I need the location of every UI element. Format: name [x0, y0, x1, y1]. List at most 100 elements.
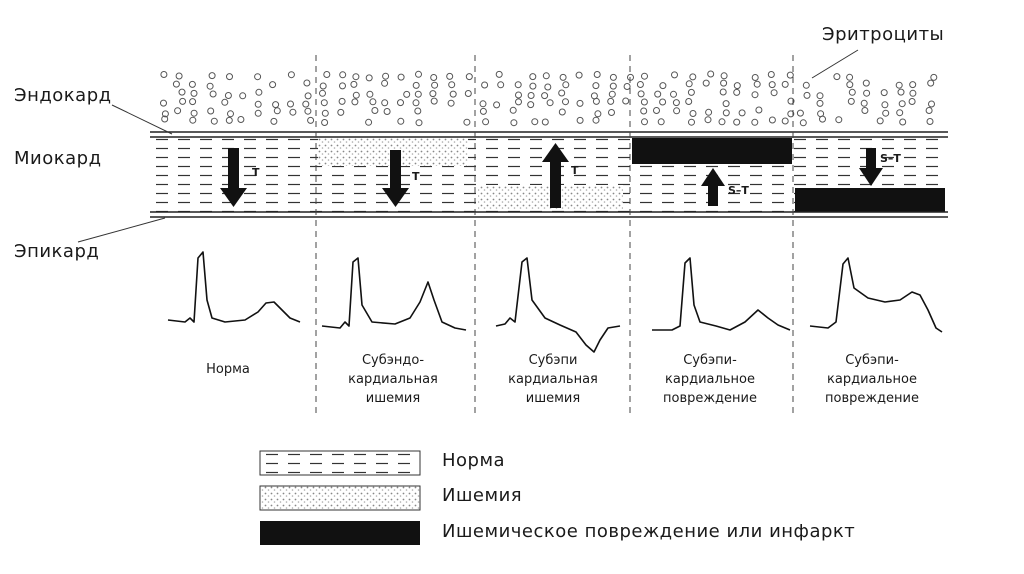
erythrocyte — [908, 98, 916, 105]
legend-swatch-ischemia — [259, 485, 421, 511]
erythrocyte — [592, 116, 600, 124]
erythrocyte — [382, 72, 390, 80]
erythrocyte-layer — [160, 70, 938, 127]
ecg-trace-subepi-injury-2 — [809, 257, 943, 333]
erythrocyte — [273, 107, 281, 115]
erythrocyte — [269, 81, 277, 89]
erythrocyte — [673, 107, 681, 115]
erythrocyte — [781, 80, 789, 88]
erythrocyte — [541, 92, 549, 100]
erythrocyte — [609, 82, 617, 90]
erythrocyte — [365, 74, 373, 82]
erythrocyte — [896, 109, 904, 117]
erythrocyte — [365, 118, 373, 126]
erythrocyte — [796, 109, 804, 117]
erythrocyte — [909, 89, 917, 97]
erythrocyte — [446, 72, 454, 80]
erythrocyte — [816, 92, 824, 100]
erythrocyte — [179, 97, 187, 105]
erythrocyte — [225, 116, 233, 124]
erythrocyte — [685, 98, 693, 105]
erythrocyte — [733, 118, 741, 126]
ecg-trace-subepi-injury-1 — [652, 257, 791, 331]
erythrocyte — [160, 71, 168, 78]
erythrocyte — [429, 90, 437, 98]
erythrocyte — [622, 97, 630, 105]
ecg-trace-subepi-ischemia — [495, 257, 621, 353]
ecg-traces — [167, 251, 943, 353]
arrow-label: S–T — [880, 152, 901, 165]
erythrocyte — [770, 89, 778, 97]
erythrocyte — [847, 97, 855, 105]
erythrocyte — [641, 118, 648, 126]
erythrocyte — [510, 119, 518, 127]
erythrocyte — [768, 116, 776, 124]
erythrocyte — [786, 71, 794, 79]
arrow-label: T — [252, 166, 260, 179]
erythrocyte — [339, 71, 347, 79]
arrow-label: T — [571, 164, 579, 177]
erythrocyte — [403, 90, 411, 98]
erythrocyte — [221, 98, 229, 106]
erythrocyte — [479, 107, 487, 115]
erythrocyte — [272, 101, 280, 109]
erythrocyte — [576, 116, 584, 124]
erythrocyte — [412, 81, 420, 89]
erythrocyte — [289, 108, 297, 116]
erythrocyte — [636, 81, 644, 88]
erythrocyte — [352, 73, 360, 81]
erythrocyte — [207, 107, 215, 115]
erythrocyte — [174, 107, 182, 115]
erythrocyte — [751, 91, 759, 99]
erythrocyte — [575, 71, 583, 79]
erythrocyte — [751, 118, 759, 126]
erythrocyte — [930, 73, 938, 81]
erythrocyte — [224, 92, 232, 99]
erythrocyte — [210, 117, 218, 125]
erythrocyte — [689, 110, 697, 117]
erythrocyte — [876, 117, 884, 125]
erythrocyte — [397, 117, 405, 125]
erythrocyte — [397, 73, 405, 81]
erythrocyte — [527, 92, 535, 99]
erythrocyte — [898, 100, 906, 108]
erythrocyte — [720, 79, 728, 87]
caption-normal: Норма — [206, 362, 250, 377]
erythrocyte — [608, 109, 615, 116]
caption-subepi-ischemia: Субэпи кардиальная ишемия — [508, 353, 598, 406]
erythrocyte — [738, 109, 746, 117]
erythrocyte — [544, 83, 552, 91]
erythrocyte — [558, 108, 566, 116]
erythrocyte — [463, 118, 471, 126]
erythrocyte — [527, 101, 535, 109]
erythrocyte — [718, 118, 726, 126]
erythrocyte — [720, 72, 728, 80]
erythrocyte — [799, 119, 807, 127]
erythrocyte — [172, 80, 180, 88]
legend-label-ischemia: Ишемия — [442, 485, 523, 506]
erythrocyte — [672, 99, 680, 107]
erythrocyte — [371, 107, 379, 114]
erythrocyte — [381, 99, 389, 107]
erythrocyte — [755, 106, 763, 114]
erythrocyte — [482, 118, 490, 126]
erythrocyte — [337, 108, 345, 116]
erythrocyte — [559, 73, 567, 81]
erythrocyte — [895, 81, 903, 89]
erythrocyte — [880, 89, 888, 97]
erythrocyte — [307, 116, 315, 124]
erythrocyte — [189, 98, 197, 106]
erythrocyte — [751, 74, 759, 81]
erythrocyte — [848, 88, 856, 96]
erythrocyte — [846, 81, 854, 89]
erythrocyte — [909, 81, 917, 89]
erythrocyte — [304, 92, 312, 100]
erythrocyte — [787, 97, 795, 105]
erythrocyte — [685, 80, 693, 88]
injury-zone — [632, 138, 792, 164]
erythrocyte — [321, 109, 329, 117]
erythrocyte — [753, 80, 761, 88]
injury-zone — [795, 188, 945, 212]
erythrocyte — [640, 98, 648, 106]
